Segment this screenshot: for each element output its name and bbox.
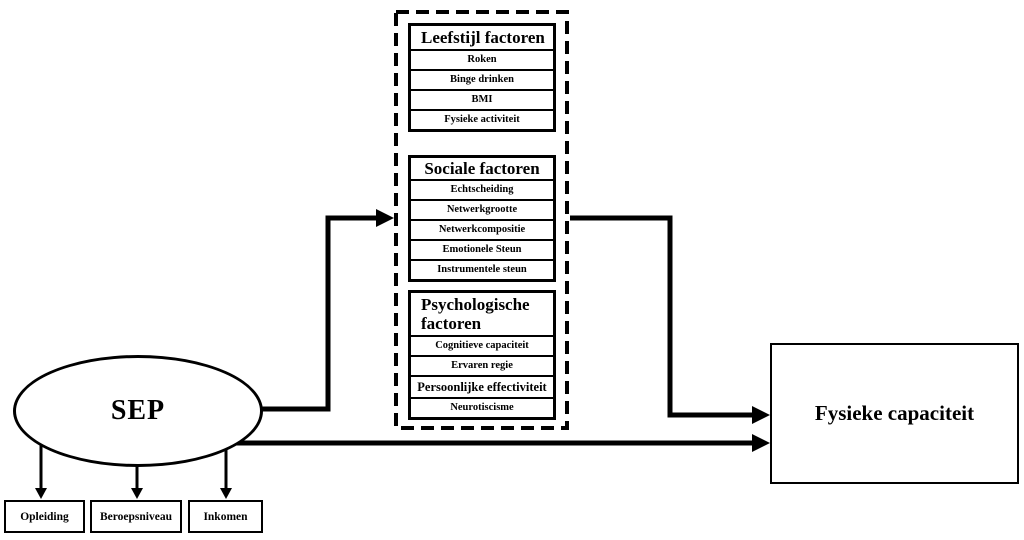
factor-item: Cognitieve capaciteit — [411, 335, 553, 355]
factor-item: Netwerkcompositie — [411, 219, 553, 239]
factor-group-leefstijl: Leefstijl factoren Roken Binge drinken B… — [408, 23, 556, 132]
indicator-box-inkomen: Inkomen — [188, 500, 263, 533]
indicator-box-opleiding: Opleiding — [4, 500, 85, 533]
group-title: Psychologische factoren — [421, 295, 530, 333]
sep-label: SEP — [110, 395, 166, 426]
factor-item: Netwerkgrootte — [411, 199, 553, 219]
group-title: Leefstijl factoren — [421, 28, 545, 47]
outcome-box-fysieke-capaciteit: Fysieke capaciteit — [770, 343, 1019, 484]
factor-item: Echtscheiding — [411, 179, 553, 199]
indicator-label: Beroepsniveau — [100, 510, 172, 523]
factor-item: Binge drinken — [411, 69, 553, 89]
arrow-sep-to-inkomen — [220, 445, 232, 499]
factor-item: Fysieke activiteit — [411, 109, 553, 129]
outcome-label: Fysieke capaciteit — [814, 401, 975, 425]
factor-item: Emotionele Steun — [411, 239, 553, 259]
factor-group-sociale: Sociale factoren Echtscheiding Netwerkgr… — [408, 155, 556, 282]
sep-ellipse: SEP — [13, 355, 263, 467]
group-title: Sociale factoren — [424, 159, 540, 178]
arrow-sep-to-outcome — [235, 434, 770, 452]
arrow-sep-to-mediators — [255, 209, 394, 412]
factor-item: Instrumentele steun — [411, 259, 553, 279]
indicator-label: Inkomen — [203, 510, 248, 523]
factor-group-psychologische: Psychologische factoren Cognitieve capac… — [408, 290, 556, 420]
indicator-label: Opleiding — [20, 510, 69, 523]
arrow-mediators-to-outcome — [570, 215, 770, 424]
factor-item: BMI — [411, 89, 553, 109]
indicator-box-beroepsniveau: Beroepsniveau — [90, 500, 182, 533]
factor-item: Roken — [411, 49, 553, 69]
factor-item: Persoonlijke effectiviteit — [411, 375, 553, 397]
factor-item: Neurotiscisme — [411, 397, 553, 417]
factor-item: Ervaren regie — [411, 355, 553, 375]
